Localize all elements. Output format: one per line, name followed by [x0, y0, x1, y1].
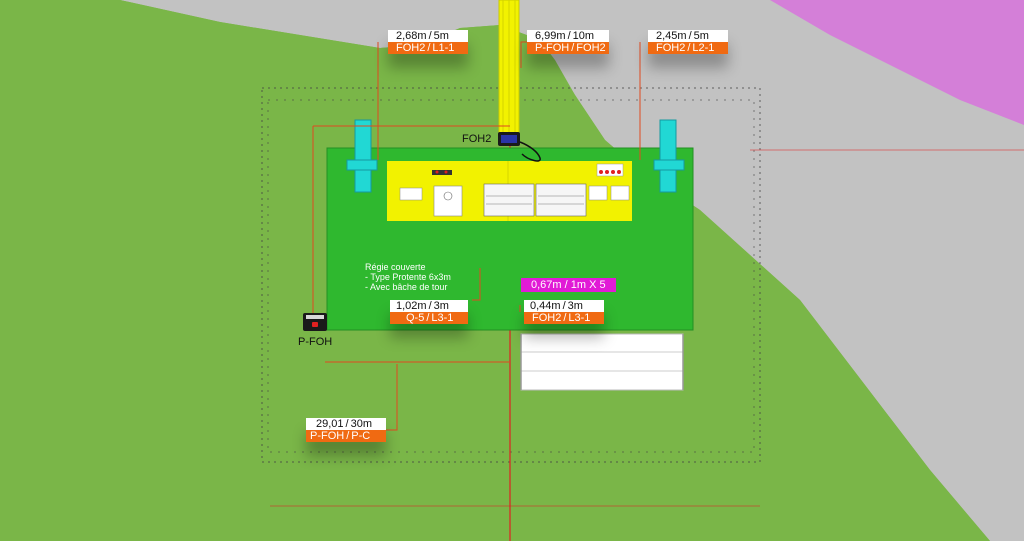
pfoh-led-icon	[312, 322, 318, 327]
cable-route-to: L2-1	[692, 42, 715, 54]
cable-bundle-tag: 0,67m / 1m X 5	[521, 278, 616, 292]
cable-label-q5-l3-1: 1,02m/3m Q-5/L3-1	[390, 300, 468, 324]
cable-spec: 3m	[433, 300, 449, 312]
cable-route-from: Q-5	[406, 312, 425, 324]
cable-route-row: FOH2/L3-1	[524, 312, 604, 324]
cable-route-row: P-FOH/FOH2	[527, 42, 609, 54]
cable-length: 29,01	[316, 418, 344, 430]
speaker-left	[354, 119, 372, 193]
cable-label-foh2-l3-1: 0,44m/3m FOH2/L3-1	[524, 300, 604, 324]
cable-spec: 30m	[350, 418, 372, 430]
cable-route-row: FOH2/L2-1	[648, 42, 728, 54]
cable-route-from: FOH2	[656, 42, 686, 54]
pfoh-screen	[306, 315, 324, 319]
cable-spec: 5m	[433, 30, 449, 42]
cable-route-from: P-FOH	[310, 430, 345, 442]
speaker-right	[659, 119, 677, 193]
cable-route-to: L3-1	[568, 312, 591, 324]
cable-length-row: 29,01/30m	[306, 418, 386, 430]
cable-spec: 5m	[693, 30, 709, 42]
cable-length: 2,68m	[396, 30, 427, 42]
cable-length: 2,45m	[656, 30, 687, 42]
barrier-panels	[520, 333, 684, 391]
cable-spec: 10m	[572, 30, 595, 42]
tent-note: Régie couverte - Type Protente 6x3m - Av…	[365, 262, 451, 292]
cable-length: 6,99m	[535, 30, 566, 42]
cable-route-to: L3-1	[431, 312, 454, 324]
cable-length-row: 2,45m/5m	[648, 30, 728, 42]
cable-route-from: P-FOH	[535, 42, 570, 54]
cable-route-to: L1-1	[432, 42, 455, 54]
tent-note-line: - Avec bâche de tour	[365, 282, 448, 292]
cable-route-to: P-C	[351, 430, 371, 442]
cable-spec: 3m	[567, 300, 583, 312]
cable-route-row: Q-5/L3-1	[390, 312, 468, 324]
tent-note-line: Régie couverte	[365, 262, 426, 272]
cable-label-foh2-l1-1: 2,68m/5m FOH2/L1-1	[388, 30, 468, 54]
foh2-display-icon	[501, 135, 517, 143]
cable-route-row: FOH2/L1-1	[388, 42, 468, 54]
cable-length-row: 6,99m/10m	[527, 30, 609, 42]
pfoh-power-box[interactable]	[303, 313, 327, 331]
cable-label-pfoh-pc: 29,01/30m P-FOH/P-C	[306, 418, 386, 442]
foh2-label: FOH2	[462, 133, 492, 145]
pfoh-label: P-FOH	[298, 336, 333, 348]
tent-note-line: - Type Protente 6x3m	[365, 272, 451, 282]
cable-length-row: 1,02m/3m	[390, 300, 468, 312]
cable-length: 1,02m	[396, 300, 427, 312]
cable-length-row: 2,68m/5m	[388, 30, 468, 42]
cable-length-row: 0,44m/3m	[524, 300, 604, 312]
foh2-power-box[interactable]	[498, 132, 520, 146]
cable-route-from: FOH2	[532, 312, 562, 324]
road-area	[120, 0, 1024, 541]
cable-route-row: P-FOH/P-C	[306, 430, 386, 442]
cable-label-pfoh-foh2: 6,99m/10m P-FOH/FOH2	[527, 30, 609, 54]
cable-route-from: FOH2	[396, 42, 426, 54]
cable-route-to: FOH2	[576, 42, 606, 54]
cable-label-foh2-l2-1: 2,45m/5m FOH2/L2-1	[648, 30, 728, 54]
restricted-zone	[770, 0, 1024, 125]
cable-length: 0,44m	[530, 300, 561, 312]
